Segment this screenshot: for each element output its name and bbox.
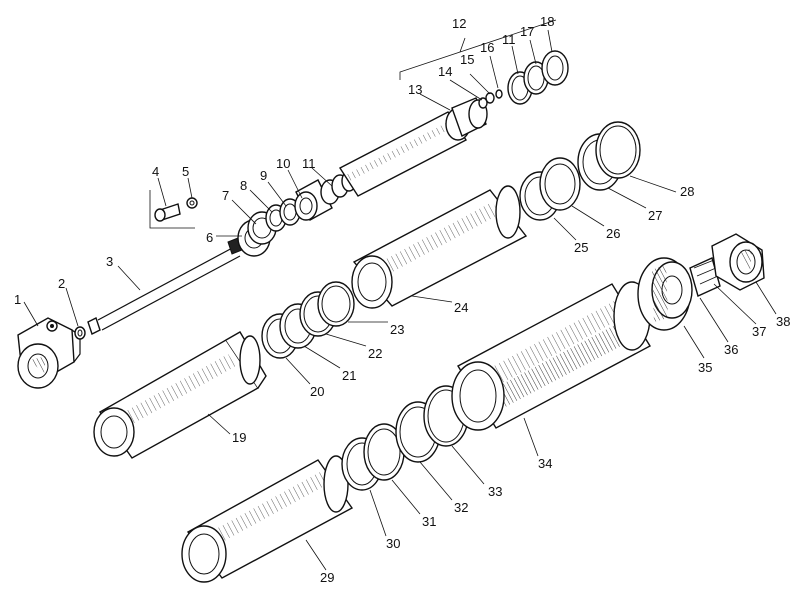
part-18-ring xyxy=(541,50,569,86)
callout-11b: 11 xyxy=(502,32,516,47)
callout-19: 19 xyxy=(232,430,246,445)
callout-labels: 1 2 3 4 5 6 7 8 9 10 11 12 13 14 15 16 1… xyxy=(14,14,790,585)
callout-13: 13 xyxy=(408,82,422,97)
part-26-ring xyxy=(539,157,581,211)
callout-20: 20 xyxy=(310,384,324,399)
callout-2: 2 xyxy=(58,276,65,291)
callout-15: 15 xyxy=(460,52,474,67)
part-23-ring xyxy=(317,281,355,327)
callout-34: 34 xyxy=(538,456,552,471)
part-35-end-cap xyxy=(637,257,693,331)
callout-11: 11 xyxy=(302,156,316,171)
part-4-bolt xyxy=(154,203,181,222)
callout-22: 22 xyxy=(368,346,382,361)
callout-1: 1 xyxy=(14,292,21,307)
callout-24: 24 xyxy=(454,300,468,315)
callout-12: 12 xyxy=(452,16,466,31)
callout-14: 14 xyxy=(438,64,452,79)
callout-27: 27 xyxy=(648,208,662,223)
callout-25: 25 xyxy=(574,240,588,255)
part-13-inner-tube xyxy=(338,97,488,197)
part-16-ring xyxy=(495,89,503,99)
callout-38: 38 xyxy=(776,314,790,329)
callout-7: 7 xyxy=(222,188,229,203)
leader-lines xyxy=(23,29,777,571)
part-24-sleeve xyxy=(351,185,528,309)
callout-26: 26 xyxy=(606,226,620,241)
callout-23: 23 xyxy=(390,322,404,337)
part-5-nut xyxy=(186,197,198,209)
part-15-ring xyxy=(485,92,495,104)
part-2-washer xyxy=(74,326,86,340)
callout-21: 21 xyxy=(342,368,356,383)
callout-6: 6 xyxy=(206,230,213,245)
part-29-cylinder xyxy=(181,455,354,583)
part-28-ring xyxy=(595,121,641,179)
part-36-thread xyxy=(689,257,721,297)
part-31-ring xyxy=(363,423,405,481)
part-38-hex-eye xyxy=(711,233,765,291)
callout-31: 31 xyxy=(422,514,436,529)
callout-36: 36 xyxy=(724,342,738,357)
callout-32: 32 xyxy=(454,500,468,515)
callout-5: 5 xyxy=(182,164,189,179)
callout-17: 17 xyxy=(520,24,534,39)
callout-28: 28 xyxy=(680,184,694,199)
callout-35: 35 xyxy=(698,360,712,375)
callout-33: 33 xyxy=(488,484,502,499)
part-3-rod xyxy=(87,233,253,335)
part-14-washer xyxy=(478,97,488,109)
callout-9: 9 xyxy=(260,168,267,183)
callout-3: 3 xyxy=(106,254,113,269)
callout-29: 29 xyxy=(320,570,334,585)
callout-8: 8 xyxy=(240,178,247,193)
part-34-outer-cylinder xyxy=(451,281,651,431)
callout-30: 30 xyxy=(386,536,400,551)
callout-18: 18 xyxy=(540,14,554,29)
callout-10: 10 xyxy=(276,156,290,171)
callout-4: 4 xyxy=(152,164,159,179)
part-1-eye-fitting xyxy=(17,317,81,389)
callout-16: 16 xyxy=(480,40,494,55)
part-19-cylinder xyxy=(93,331,267,459)
callout-37: 37 xyxy=(752,324,766,339)
